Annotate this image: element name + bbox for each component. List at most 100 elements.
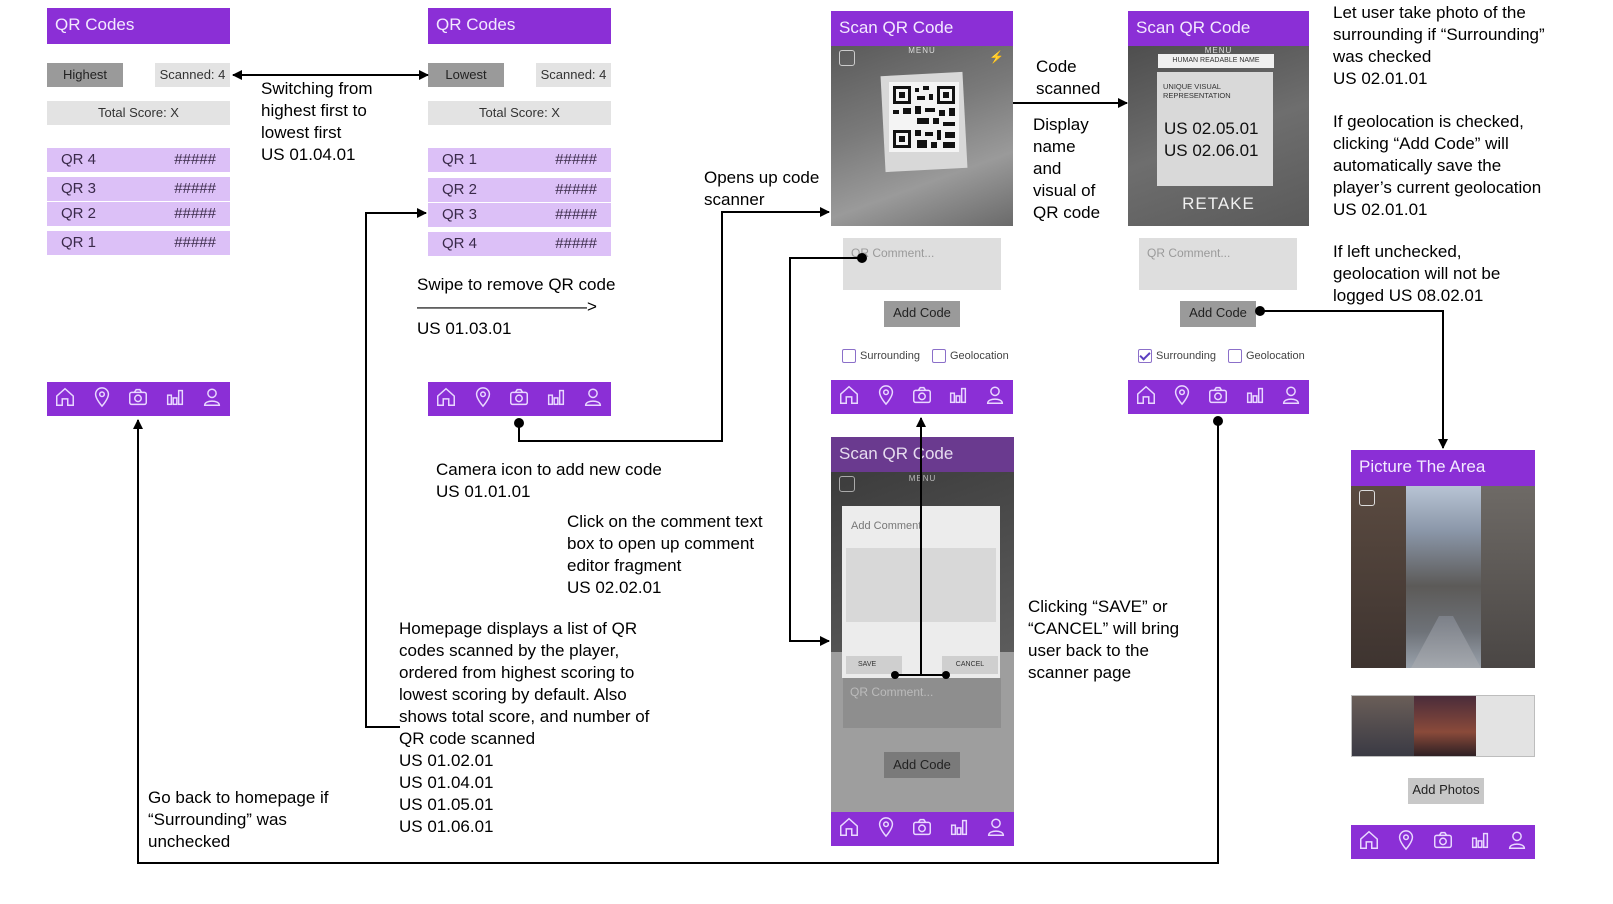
qr-score: ##### [555, 206, 597, 223]
camera-icon[interactable] [1432, 829, 1454, 856]
leaderboard-icon[interactable] [164, 386, 186, 413]
leaderboard-icon[interactable] [1244, 384, 1266, 411]
qr-list-item[interactable]: QR 2##### [428, 178, 611, 202]
profile-icon[interactable] [582, 386, 604, 413]
location-pin-icon[interactable] [91, 386, 113, 413]
sort-lowest-button[interactable]: Lowest [428, 63, 504, 87]
connector-dot [942, 671, 950, 679]
note-homepage: Homepage displays a list of QR codes sca… [399, 619, 650, 836]
camera-icon[interactable] [1207, 384, 1229, 411]
note-geolocation-checked: If geolocation is checked, clicking “Add… [1333, 112, 1542, 219]
qr-score: ##### [555, 235, 597, 252]
checkbox-label: Geolocation [950, 350, 1009, 362]
camera-icon[interactable] [911, 816, 933, 843]
home-icon[interactable] [1358, 829, 1380, 856]
save-button[interactable]: SAVE [846, 656, 902, 674]
home-icon[interactable] [435, 386, 457, 413]
retake-button[interactable]: RETAKE [1182, 194, 1255, 213]
homepage-arrow [365, 208, 427, 728]
leaderboard-icon[interactable] [947, 384, 969, 411]
leaderboard-icon[interactable] [545, 386, 567, 413]
checkbox-box[interactable] [1228, 349, 1242, 363]
photo-thumbnail[interactable] [1352, 696, 1414, 756]
qr-name: QR 1 [61, 234, 97, 251]
qr-comment-input[interactable]: QR Comment... [1139, 238, 1297, 290]
qr-name: QR 4 [442, 235, 478, 252]
connector-dot [857, 253, 867, 263]
qr-list-item[interactable]: QR 3 ##### [428, 203, 611, 227]
building-left [1351, 486, 1406, 668]
photo-thumbnail[interactable] [1414, 696, 1476, 756]
location-pin-icon[interactable] [1171, 384, 1193, 411]
location-pin-icon[interactable] [875, 384, 897, 411]
note-display-name: Display name and visual of QR code [1033, 115, 1101, 222]
checkbox-box[interactable] [932, 349, 946, 363]
qr-list-item[interactable]: QR 1##### [428, 148, 611, 172]
sort-highest-button[interactable]: Highest [47, 63, 123, 87]
connector-dot [891, 671, 899, 679]
qr-code-image [889, 82, 959, 152]
checkbox-box-checked[interactable] [1138, 349, 1152, 363]
profile-icon[interactable] [1280, 384, 1302, 411]
cancel-button[interactable]: CANCEL [942, 656, 998, 674]
add-code-button[interactable]: Add Code [1180, 301, 1256, 327]
surrounding-checkbox[interactable]: Surrounding [1138, 349, 1216, 363]
surrounding-checkbox[interactable]: Surrounding [842, 349, 920, 363]
checkbox-box[interactable] [842, 349, 856, 363]
bottom-nav-bar [428, 382, 611, 416]
home-icon[interactable] [838, 384, 860, 411]
comment-to-editor-arrow [789, 257, 862, 646]
screen2-title: QR Codes [428, 8, 611, 44]
qr-list-item[interactable]: QR 2 ##### [47, 202, 230, 226]
scan1-title: Scan QR Code [831, 11, 1013, 47]
qr-comment-input: QR Comment... [843, 678, 1001, 728]
qr-list-item[interactable]: QR 1 ##### [47, 231, 230, 255]
qr-name: QR 4 [61, 151, 97, 168]
add-photos-button[interactable]: Add Photos [1408, 778, 1484, 804]
qr-comment-input[interactable]: QR Comment... [843, 238, 1001, 290]
qr-score: ##### [174, 234, 216, 251]
qr-score: ##### [174, 205, 216, 222]
connector-dot [514, 418, 524, 428]
qr-name: QR 3 [442, 206, 478, 223]
home-icon[interactable] [54, 386, 76, 413]
qr-score: ##### [555, 151, 597, 168]
geolocation-checkbox[interactable]: Geolocation [932, 349, 1009, 363]
visual-label: UNIQUE VISUAL REPRESENTATION [1163, 82, 1231, 100]
geolocation-checkbox[interactable]: Geolocation [1228, 349, 1305, 363]
flip-camera-icon[interactable] [1359, 490, 1375, 506]
profile-icon[interactable] [985, 816, 1007, 843]
camera-icon[interactable] [508, 386, 530, 413]
qr-name: QR 2 [61, 205, 97, 222]
camera-icon[interactable] [911, 384, 933, 411]
flip-camera-icon[interactable] [839, 50, 855, 66]
scan2-title: Scan QR Code [1128, 11, 1309, 47]
qr-list-item[interactable]: QR 4##### [47, 148, 230, 172]
bottom-nav-bar [831, 380, 1013, 414]
scan3-title: Scan QR Code [831, 437, 1014, 473]
total-score: Total Score: X [47, 101, 230, 125]
surrounding-photo-preview[interactable] [1351, 486, 1535, 668]
qr-score: ##### [555, 181, 597, 198]
checkbox-label: Geolocation [1246, 350, 1305, 362]
flash-off-icon[interactable]: ⚡ [989, 50, 1004, 64]
profile-icon[interactable] [984, 384, 1006, 411]
leaderboard-icon[interactable] [1469, 829, 1491, 856]
camera-preview[interactable]: MENU ⚡ [831, 46, 1013, 226]
location-pin-icon[interactable] [472, 386, 494, 413]
checkbox-label: Surrounding [860, 350, 920, 362]
location-pin-icon[interactable] [875, 816, 897, 843]
connector-dot [1213, 416, 1223, 426]
home-icon[interactable] [838, 816, 860, 843]
leaderboard-icon[interactable] [948, 816, 970, 843]
qr-list-item[interactable]: QR 3##### [47, 177, 230, 201]
readable-name-label: HUMAN READABLE NAME [1158, 54, 1274, 68]
profile-icon[interactable] [1506, 829, 1528, 856]
add-code-button[interactable]: Add Code [884, 301, 960, 327]
screen1-title: QR Codes [47, 8, 230, 44]
home-icon[interactable] [1135, 384, 1157, 411]
profile-icon[interactable] [201, 386, 223, 413]
location-pin-icon[interactable] [1395, 829, 1417, 856]
camera-icon[interactable] [127, 386, 149, 413]
qr-list-item[interactable]: QR 4 ##### [428, 232, 611, 256]
